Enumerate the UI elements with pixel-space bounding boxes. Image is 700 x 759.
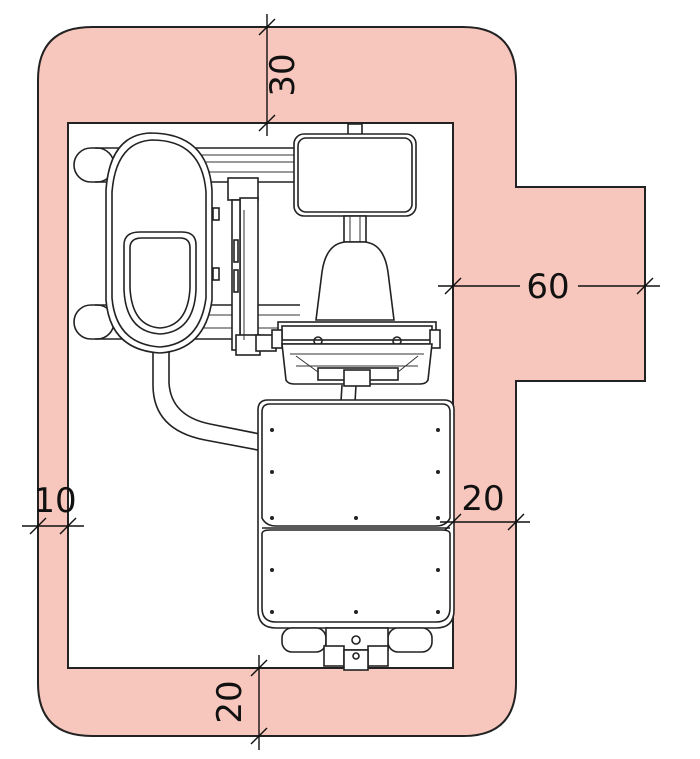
side-bracket [212,177,277,356]
dimension-bottom-label: 20 [210,680,250,723]
dimension-inner-right: 20 [440,479,530,531]
dimension-inner-right-label: 20 [461,479,504,519]
bell-body [315,241,395,321]
dimension-left: 10 [22,481,84,535]
dimension-bottom: 20 [210,655,268,750]
seat [105,132,213,354]
machine-drawing [73,123,455,671]
crossbar [271,321,441,387]
dimension-right-label: 60 [526,267,569,307]
foot-assembly [281,627,433,671]
back-cushion [293,123,417,243]
dimension-top: 30 [258,14,303,136]
dimension-left-label: 10 [33,481,76,521]
platform [257,399,455,629]
dimension-top-label: 30 [263,53,303,96]
dimension-right: 60 [438,267,660,307]
